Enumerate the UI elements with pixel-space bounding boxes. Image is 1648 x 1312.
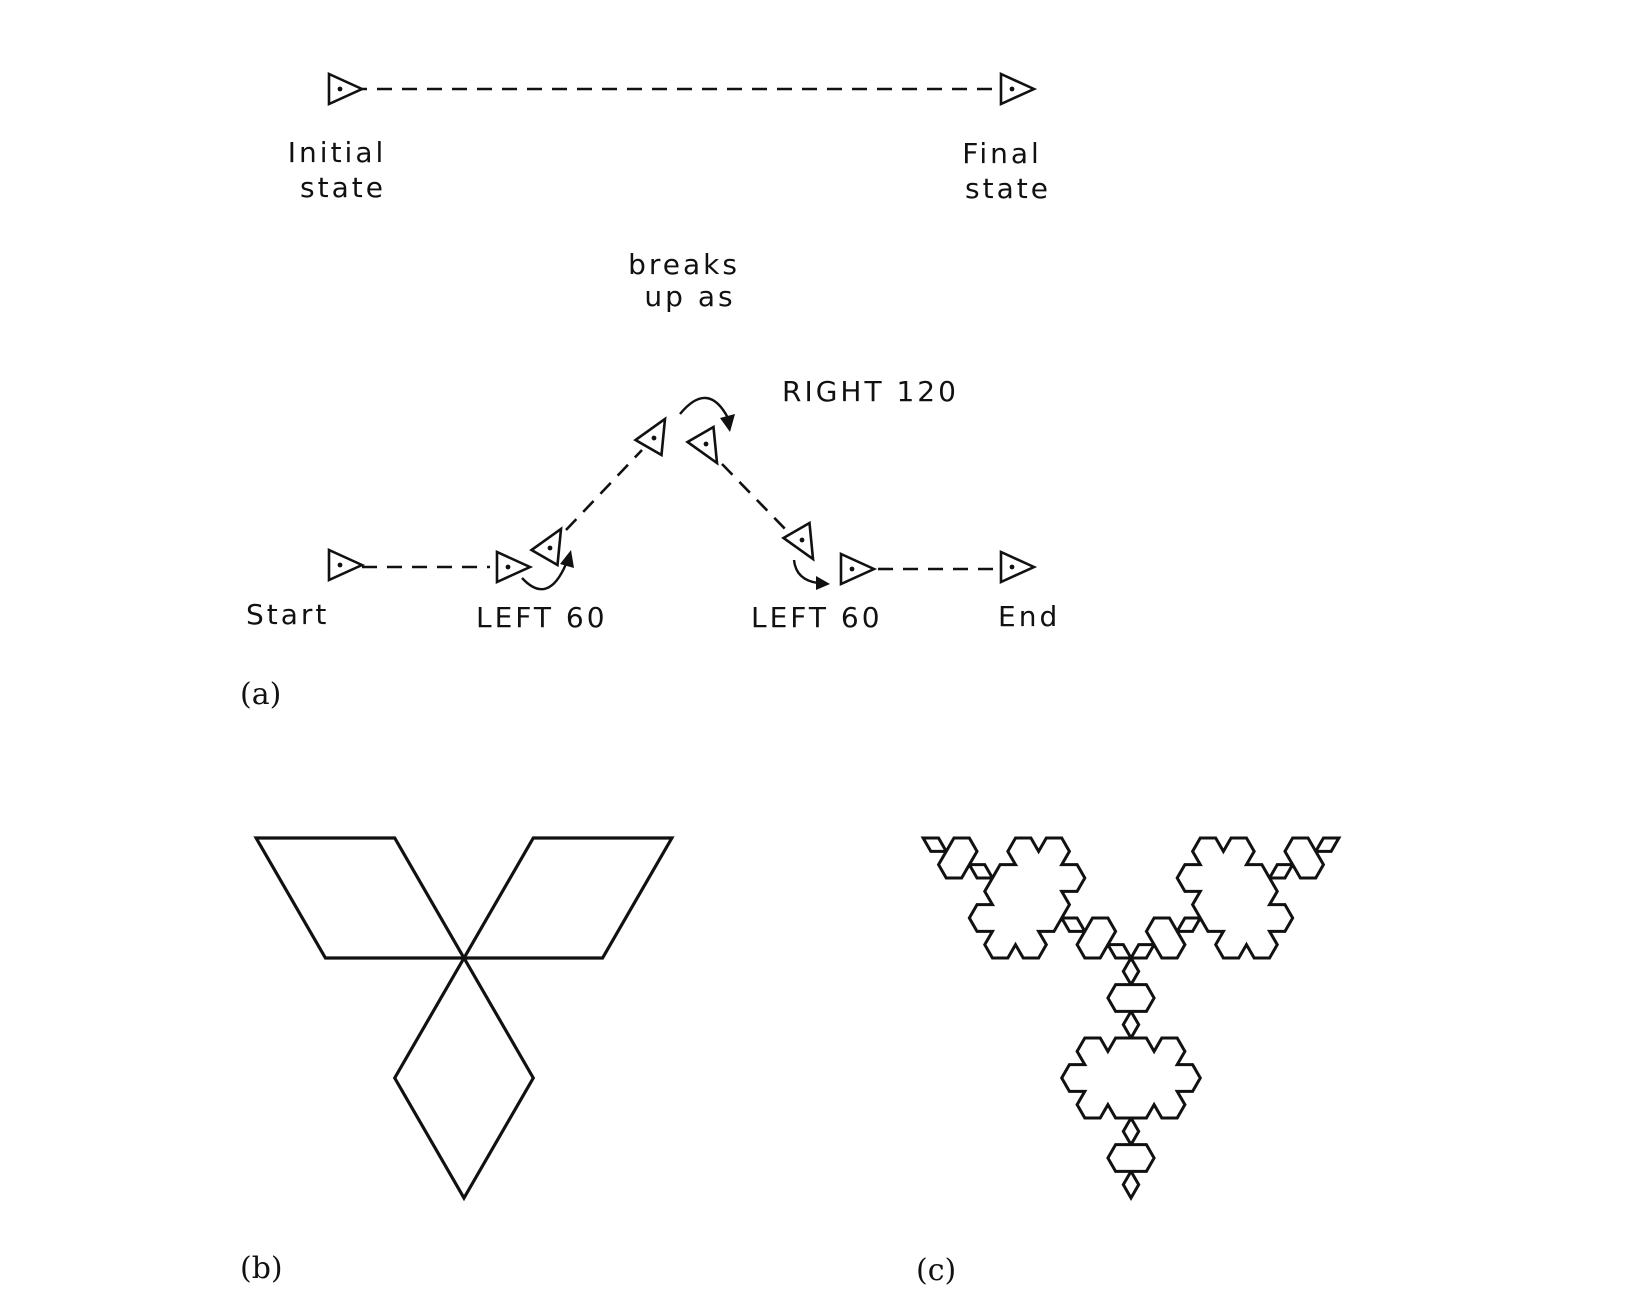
end-label: End (998, 600, 1060, 633)
decomposed-path (327, 396, 1038, 591)
turtle-final (999, 71, 1038, 107)
turtle-before-right (633, 416, 667, 458)
right-turn-arrow (679, 396, 735, 432)
breaks-up-as-label: breaks up as (628, 248, 752, 313)
left-turn-arrow-1 (521, 550, 574, 591)
left-turn-arrow-2 (792, 559, 830, 590)
initial-state-label: Initial state (288, 136, 398, 204)
turtle-before-left-1 (495, 549, 534, 585)
turtle-before-left-2 (781, 520, 815, 562)
left-60-label-1: LEFT 60 (476, 601, 608, 634)
right-120-label: RIGHT 120 (782, 375, 959, 408)
panel-label-c: (c) (916, 1253, 956, 1288)
turtle-after-left-1 (529, 526, 563, 568)
koch-snowflake-level-1 (253, 836, 675, 1202)
turtle-after-left-2 (839, 551, 878, 587)
turtle-after-right (685, 424, 719, 466)
top-segment (327, 71, 1038, 107)
turtle-initial (327, 71, 366, 107)
start-label: Start (246, 598, 329, 631)
turtle-start (327, 547, 366, 583)
final-state-label: Final state (962, 137, 1053, 205)
panel-label-b: (b) (240, 1251, 283, 1286)
left-60-label-2: LEFT 60 (751, 601, 883, 634)
turtle-end (999, 549, 1038, 585)
koch-snowflake-level-3 (920, 836, 1342, 1201)
panel-label-a: (a) (240, 677, 281, 712)
